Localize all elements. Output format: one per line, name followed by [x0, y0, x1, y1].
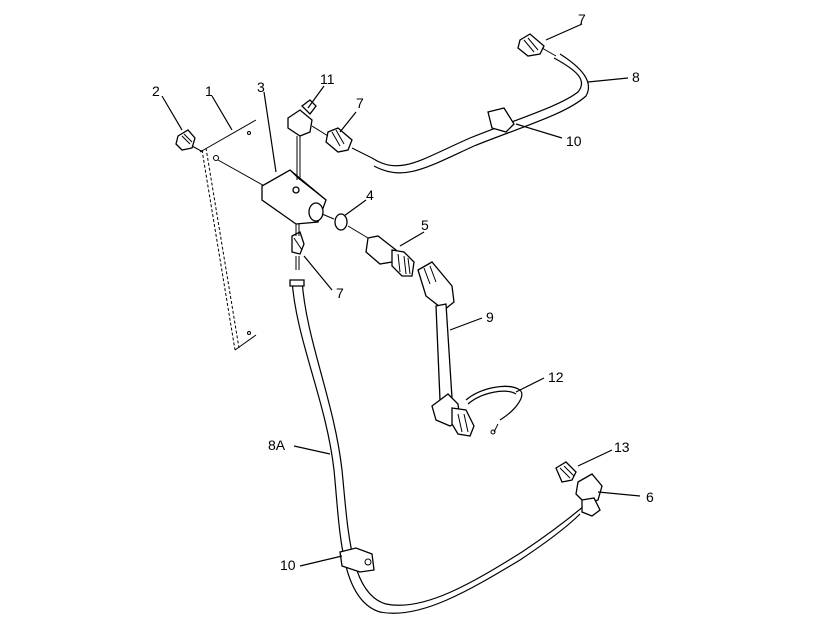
callout-6: 6 — [646, 489, 654, 505]
o-ring — [334, 213, 348, 231]
mounting-axis-line — [217, 159, 269, 189]
callout-11: 11 — [320, 71, 335, 87]
pressure-switch — [365, 235, 415, 277]
hose-fitting-low — [291, 224, 305, 270]
callout-8: 8 — [632, 69, 640, 85]
callout-labels: 2 1 3 11 7 4 5 7 8 10 7 9 12 8A 10 13 6 — [152, 11, 654, 573]
callout-10-upper: 10 — [566, 133, 582, 149]
oring-axis-line — [321, 213, 369, 239]
leader-lines — [161, 23, 641, 567]
cable-tie — [465, 385, 523, 435]
callout-12: 12 — [548, 369, 564, 385]
manifold-block — [261, 169, 327, 225]
elbow-fitting-top — [287, 99, 317, 180]
hose-lower — [289, 279, 585, 614]
callout-1: 1 — [205, 83, 213, 99]
callout-8a: 8A — [268, 437, 286, 453]
hose-clamp-upper — [487, 107, 515, 133]
callout-7-mid: 7 — [356, 95, 364, 111]
callout-4: 4 — [366, 187, 374, 203]
callout-7-top: 7 — [578, 11, 586, 27]
callout-10-lower: 10 — [280, 557, 296, 573]
callout-2: 2 — [152, 83, 160, 99]
mounting-plate — [199, 119, 257, 351]
hose-clamp-lower — [339, 547, 375, 573]
callout-9: 9 — [486, 309, 494, 325]
elbow-fitting-lower — [555, 461, 603, 517]
callout-3: 3 — [257, 79, 265, 95]
hose-fitting-top — [517, 33, 557, 57]
callout-13: 13 — [614, 439, 630, 455]
wiring-harness — [417, 261, 475, 437]
hose-fitting-mid — [311, 125, 373, 159]
callout-7-low: 7 — [336, 285, 344, 301]
hose-upper — [371, 53, 590, 174]
bolt — [175, 129, 204, 153]
callout-5: 5 — [421, 217, 429, 233]
